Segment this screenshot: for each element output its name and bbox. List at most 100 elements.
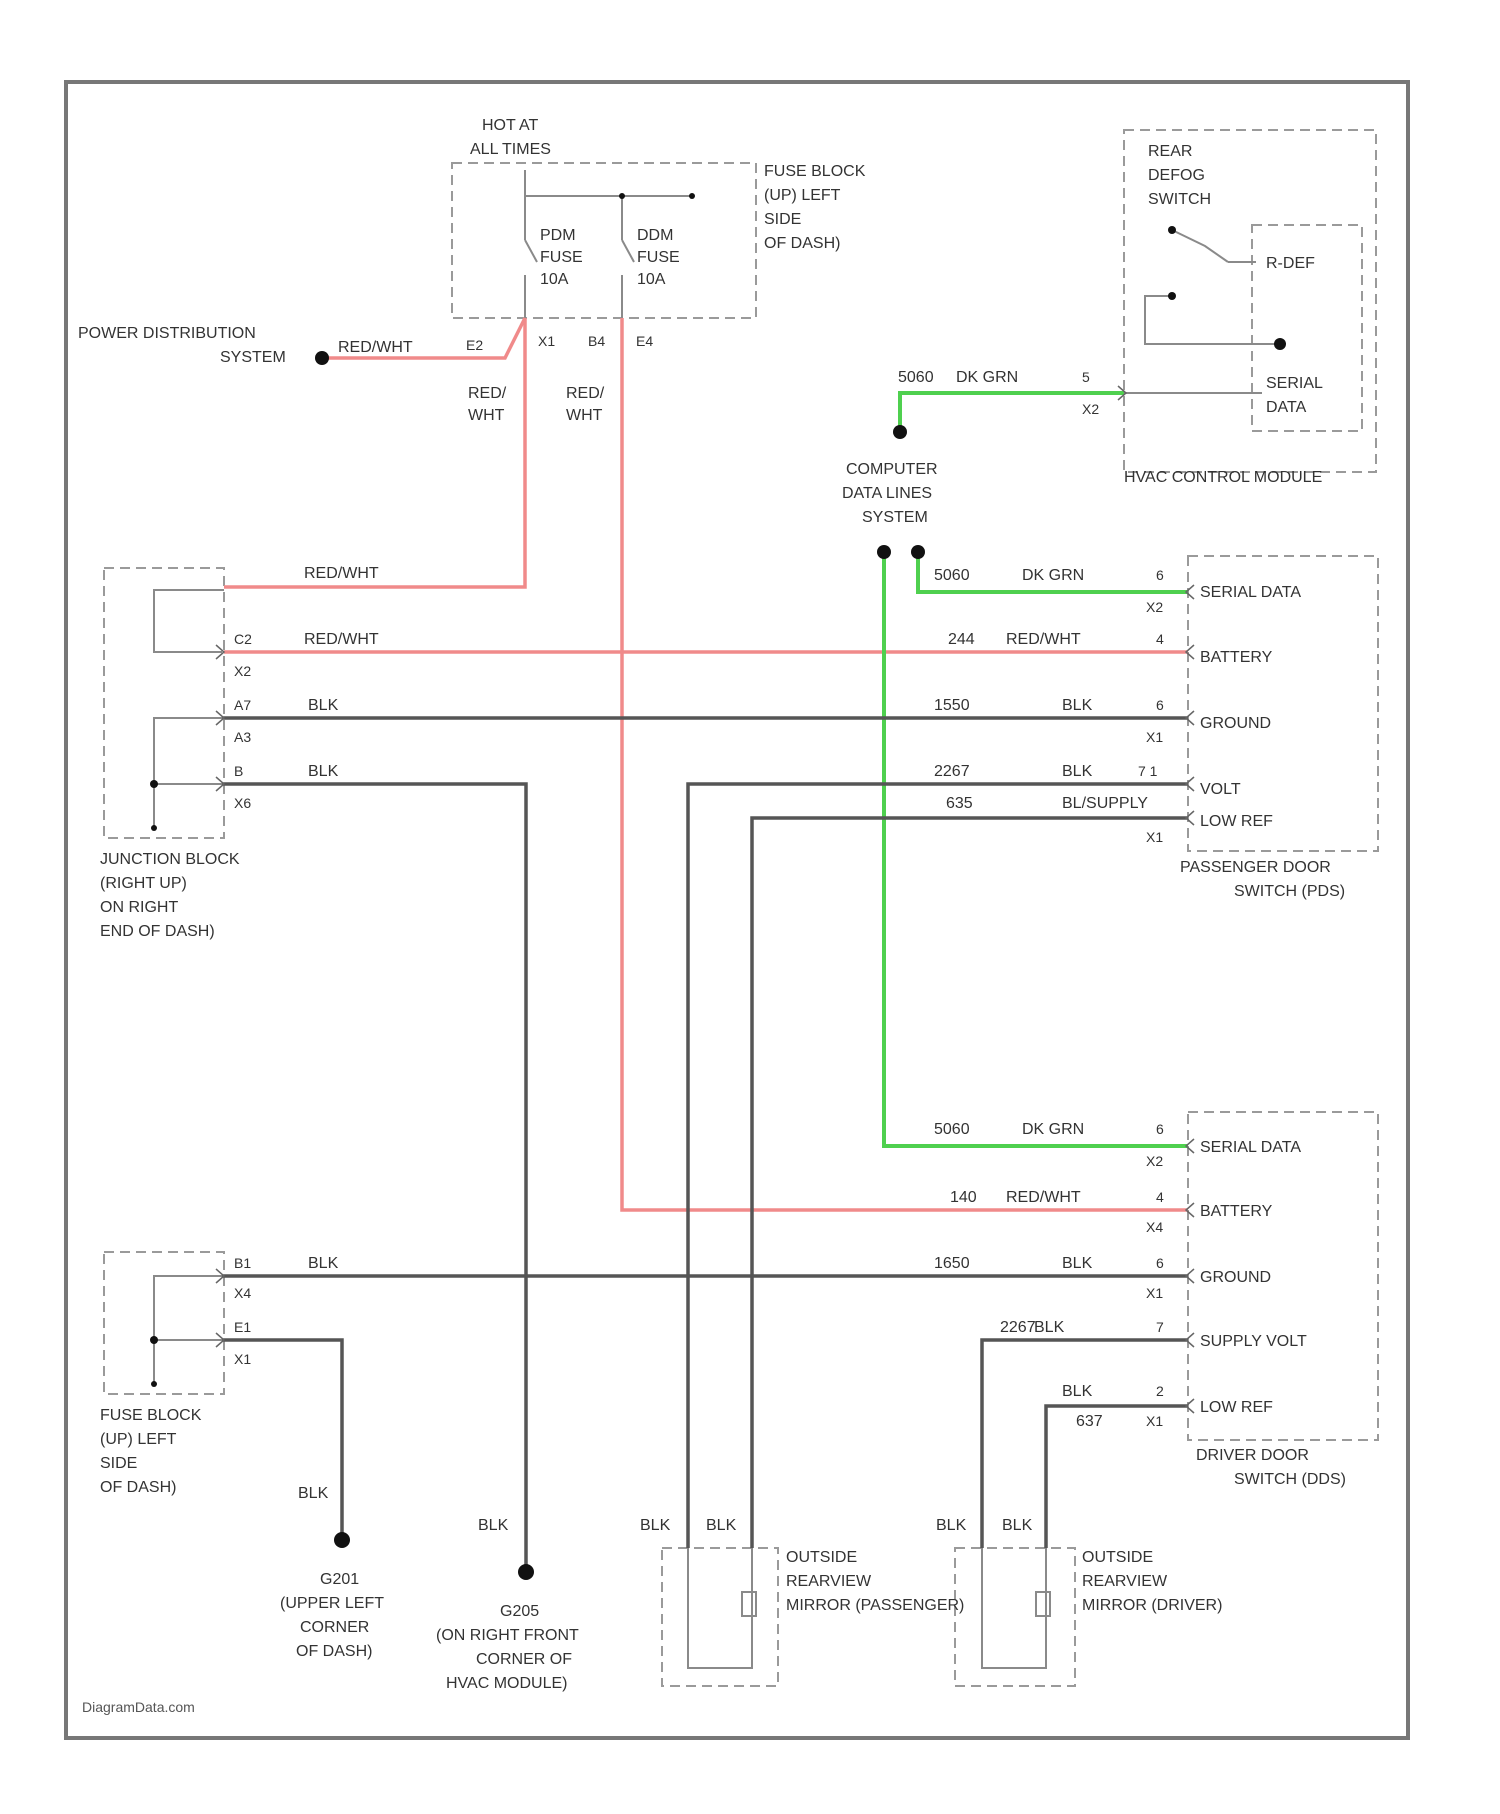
svg-text:X2: X2 [234,663,251,679]
red-wire-battery-dds [622,318,1188,1210]
svg-text:A7: A7 [234,697,251,713]
svg-text:SWITCH (DDS): SWITCH (DDS) [1234,1471,1346,1488]
svg-text:X2: X2 [1082,401,1099,417]
svg-text:SYSTEM: SYSTEM [220,349,286,366]
svg-text:B: B [234,763,243,779]
svg-text:LOW REF: LOW REF [1200,1399,1273,1416]
passenger-door-switch-label: PASSENGER DOOR SWITCH (PDS) [1180,859,1345,900]
svg-text:(UPPER LEFT: (UPPER LEFT [280,1595,384,1612]
computer-data-dot-top [893,425,907,439]
computer-data-lines-label: COMPUTER DATA LINES SYSTEM [842,461,938,526]
svg-text:POWER DISTRIBUTION: POWER DISTRIBUTION [78,325,256,342]
svg-text:DK GRN: DK GRN [1022,567,1084,584]
defog-switch-node [1168,292,1176,300]
svg-text:X4: X4 [234,1285,251,1301]
svg-text:2267: 2267 [934,763,970,780]
svg-text:FUSE: FUSE [637,249,680,266]
defog-switch-blade [1172,230,1228,262]
blk-wire-pds-lowref [752,818,1188,1548]
svg-text:X1: X1 [1146,729,1163,745]
svg-text:BLK: BLK [1034,1319,1065,1336]
svg-text:BLK: BLK [308,763,339,780]
svg-text:FUSE BLOCK: FUSE BLOCK [764,163,866,180]
mirror-passenger-motor [742,1592,756,1616]
svg-text:(ON RIGHT FRONT: (ON RIGHT FRONT [436,1627,579,1644]
svg-text:7: 7 [1156,1319,1164,1335]
svg-text:BLK: BLK [640,1517,671,1534]
svg-text:DATA: DATA [1266,399,1307,416]
diagram-frame [66,82,1408,1738]
svg-text:BLK: BLK [478,1517,509,1534]
svg-text:5: 5 [1082,369,1090,385]
hvac-internal-dot [1274,338,1286,350]
svg-text:REAR: REAR [1148,143,1192,160]
blk-wire-g201 [222,1340,342,1540]
svg-text:DK GRN: DK GRN [1022,1121,1084,1138]
computer-data-dot-left [877,545,891,559]
svg-text:X1: X1 [538,333,555,349]
svg-text:BLK: BLK [936,1517,967,1534]
svg-text:BLK: BLK [298,1485,329,1502]
svg-text:RED/WHT: RED/WHT [304,631,379,648]
fuse-right-label: DDM FUSE 10A [637,227,680,288]
defog-switch-feed [1145,296,1280,344]
svg-text:HOT AT: HOT AT [482,117,539,134]
svg-text:SWITCH (PDS): SWITCH (PDS) [1234,883,1345,900]
svg-text:RED/: RED/ [468,385,507,402]
mirror-driver-motor [1036,1592,1050,1616]
svg-text:SERIAL DATA: SERIAL DATA [1200,584,1301,601]
svg-text:LOW REF: LOW REF [1200,813,1273,830]
svg-text:X1: X1 [1146,1285,1163,1301]
svg-text:G205: G205 [500,1603,539,1620]
g201-label: G201 (UPPER LEFT CORNER OF DASH) [280,1571,384,1660]
mirror-driver-box [955,1548,1075,1686]
fb-end-dot [151,1381,157,1387]
svg-text:BATTERY: BATTERY [1200,649,1273,666]
blk-wire-dds-lowref [1046,1406,1188,1548]
svg-text:SWITCH: SWITCH [1148,191,1211,208]
svg-text:BATTERY: BATTERY [1200,1203,1273,1220]
svg-text:SUPPLY VOLT: SUPPLY VOLT [1200,1333,1307,1350]
svg-text:G201: G201 [320,1571,359,1588]
svg-text:GROUND: GROUND [1200,715,1271,732]
rear-defog-switch-label: REAR DEFOG SWITCH [1148,143,1211,208]
svg-text:DK GRN: DK GRN [956,369,1018,386]
fuse-block-top-label: FUSE BLOCK (UP) LEFT SIDE OF DASH) [764,163,866,252]
power-distribution-dot [315,351,329,365]
svg-text:BLK: BLK [1062,1255,1093,1272]
blk-wire-pds-volt [688,784,1188,1548]
fb-internal-loop [154,1276,222,1340]
svg-text:OF DASH): OF DASH) [100,1479,176,1496]
svg-text:DDM: DDM [637,227,673,244]
svg-text:(UP) LEFT: (UP) LEFT [100,1431,177,1448]
svg-text:REARVIEW: REARVIEW [1082,1573,1168,1590]
svg-text:6: 6 [1156,567,1164,583]
pin-marks [216,386,1194,1413]
svg-text:RED/: RED/ [566,385,605,402]
svg-text:5060: 5060 [934,567,970,584]
svg-text:ON RIGHT: ON RIGHT [100,899,178,916]
svg-text:7 1: 7 1 [1138,763,1158,779]
svg-text:C2: C2 [234,631,252,647]
svg-text:DATA LINES: DATA LINES [842,485,932,502]
svg-text:REARVIEW: REARVIEW [786,1573,872,1590]
svg-text:OUTSIDE: OUTSIDE [1082,1549,1153,1566]
svg-text:SIDE: SIDE [100,1455,137,1472]
svg-text:6: 6 [1156,1121,1164,1137]
svg-text:1550: 1550 [934,697,970,714]
svg-text:A3: A3 [234,729,251,745]
svg-text:BLK: BLK [1062,763,1093,780]
svg-text:(RIGHT UP): (RIGHT UP) [100,875,187,892]
fb-node-dot [150,1336,158,1344]
junction-block-label: JUNCTION BLOCK (RIGHT UP) ON RIGHT END O… [100,851,240,940]
svg-text:4: 4 [1156,1189,1164,1205]
svg-text:X1: X1 [1146,829,1163,845]
svg-text:FUSE BLOCK: FUSE BLOCK [100,1407,202,1424]
svg-text:4: 4 [1156,631,1164,647]
hvac-serial-data-label: SERIAL DATA [1266,375,1323,416]
wire-labels: RED/WHT RED/WHT RED/WHT RED/WHT RED/WHT … [298,339,1148,1534]
svg-text:BLK: BLK [1062,697,1093,714]
svg-text:140: 140 [950,1189,977,1206]
svg-text:5060: 5060 [934,1121,970,1138]
